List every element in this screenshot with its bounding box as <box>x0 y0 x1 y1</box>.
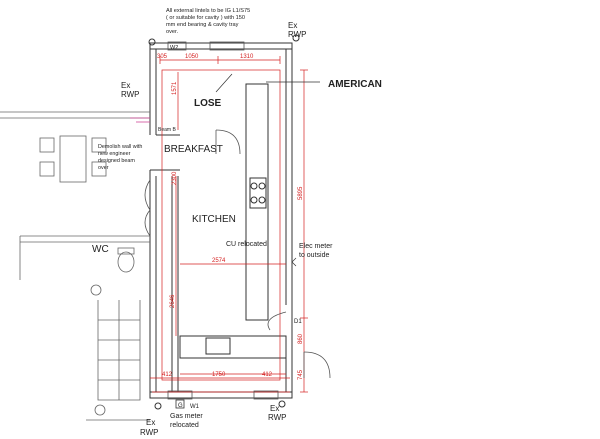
demolish-markup <box>130 117 150 123</box>
rwp-top-right-rwp: RWP <box>288 30 307 39</box>
dim-860: 860 <box>298 333 304 344</box>
rwp-top-right-ex: Ex <box>288 21 297 30</box>
demolish-note-line-2: new engineer <box>98 151 131 157</box>
lose-label: LOSE <box>194 98 222 109</box>
existing-house <box>0 111 150 421</box>
dim-745: 745 <box>298 369 304 380</box>
rwp-bottom-right-rwp: RWP <box>268 413 287 422</box>
d1-label: D1 <box>294 319 302 325</box>
w2-label: W2 <box>170 45 178 51</box>
lintel-note: All external lintels to be IG L1/S75 ( o… <box>166 8 250 35</box>
dim-2646: 2646 <box>170 294 176 308</box>
beam-label: Beam B <box>158 127 176 133</box>
rwp-bottom-right-icon <box>278 400 286 408</box>
dim-412-right: 412 <box>262 372 273 378</box>
kitchen-label: KITCHEN <box>192 214 236 225</box>
gas-meter-line-1: Gas meter <box>170 413 203 420</box>
dim-305: 305 <box>157 54 168 60</box>
red-markup <box>150 56 308 393</box>
cu-relocated-label: CU relocated <box>226 241 267 248</box>
gas-meter-symbol: G <box>178 403 183 409</box>
demolish-note-line-4: over <box>98 165 109 171</box>
dim-2574: 2574 <box>212 258 226 264</box>
lintel-note-line-1: All external lintels to be IG L1/S75 <box>166 8 250 14</box>
rwp-left-rwp: RWP <box>121 90 140 99</box>
demolish-note: Demolish wall with new engineer designed… <box>98 144 142 171</box>
walls <box>149 42 293 399</box>
doors <box>144 41 331 400</box>
breakfast-label: BREAKFAST <box>164 144 223 155</box>
lintel-note-line-4: over. <box>166 29 179 35</box>
dim-1310: 1310 <box>240 54 254 60</box>
dim-5895: 5895 <box>298 186 304 200</box>
gas-meter-line-2: relocated <box>170 422 199 429</box>
dim-1050: 1050 <box>185 54 199 60</box>
gas-meter-box <box>175 399 185 409</box>
elec-meter-line-2: to outside <box>299 252 329 259</box>
dim-2300: 2300 <box>172 171 178 185</box>
lintel-note-line-2: ( or suitable for cavity ) with 150 <box>166 15 245 21</box>
w1-label: W1 <box>190 404 200 410</box>
rwp-bottom-left-rwp: RWP <box>140 428 159 437</box>
rwp-top-right-icon <box>292 34 300 42</box>
rwp-left-ex: Ex <box>121 81 130 90</box>
wc-label: WC <box>92 244 109 255</box>
demolish-note-line-3: designed beam <box>98 158 135 164</box>
demolish-note-line-1: Demolish wall with <box>98 144 142 150</box>
rwp-bottom-left-icon <box>154 402 162 410</box>
leader-lines <box>215 73 320 267</box>
rwp-top-left-icon <box>148 38 156 46</box>
rwp-bottom-right-ex: Ex <box>270 404 279 413</box>
dim-1750: 1750 <box>212 372 226 378</box>
american-label: AMERICAN <box>328 79 382 90</box>
lintel-note-line-3: mm end bearing & cavity tray <box>166 22 239 28</box>
rwp-bottom-left-ex: Ex <box>146 418 155 427</box>
dim-412-left: 412 <box>162 372 173 378</box>
dim-1571: 1571 <box>172 81 178 95</box>
elec-meter-line-1: Elec meter <box>299 243 333 250</box>
